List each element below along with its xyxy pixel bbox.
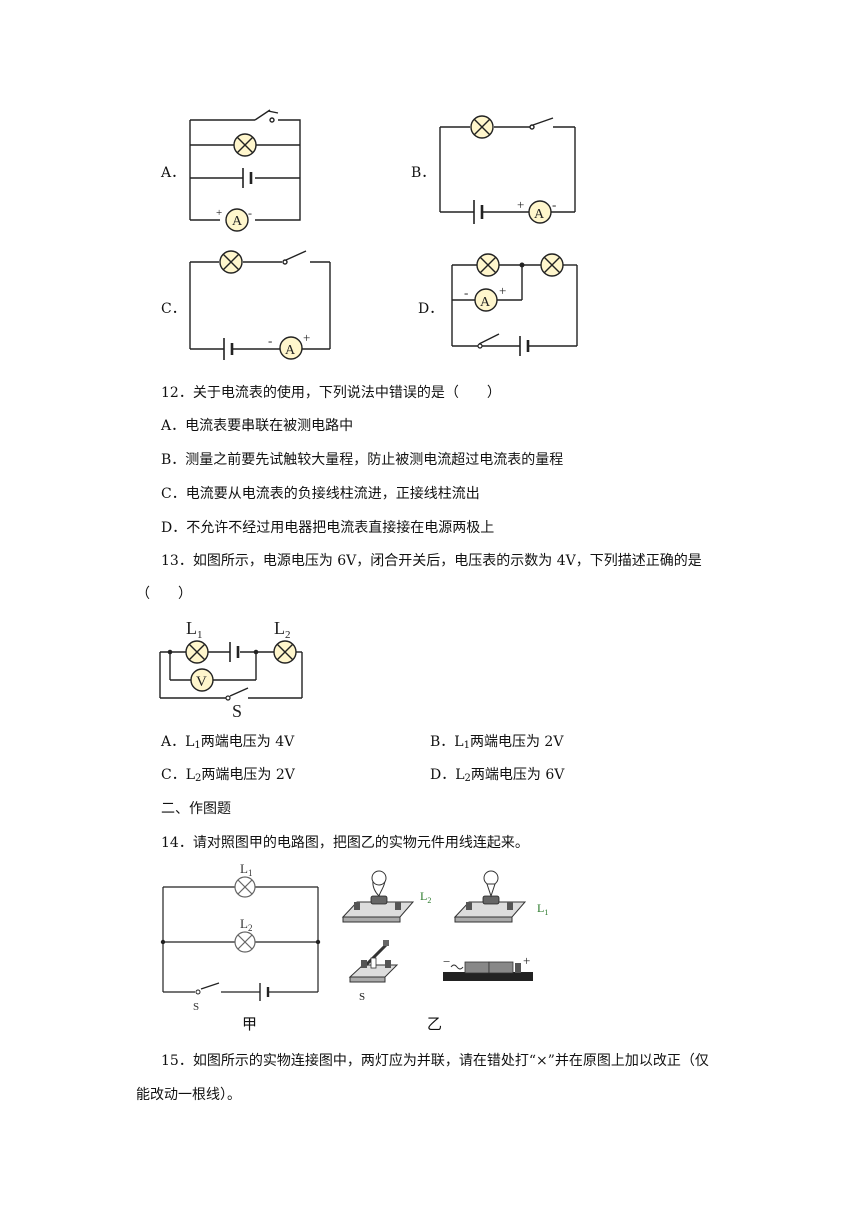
q13-circuit: V L1 L2 S: [159, 618, 303, 720]
circuit-d: [451, 264, 578, 356]
svg-text:V: V: [196, 674, 207, 690]
section-heading: 二、作图题: [161, 801, 231, 817]
q15-stem-line1: 15．如图所示的实物连接图中，两灯应为并联，请在错处打“×”并在原图上加以改正（…: [161, 1053, 709, 1069]
q13-option-a: A．L1两端电压为 4V: [161, 734, 295, 751]
svg-text:乙: 乙: [427, 1017, 442, 1032]
q14-stem: 14．请对照图甲的电路图，把图乙的实物元件用线连起来。: [161, 835, 529, 851]
svg-text:+: +: [303, 330, 310, 345]
q11-option-b: B．: [411, 165, 436, 181]
svg-text:L1: L1: [240, 862, 252, 878]
lamp-board-l2: [341, 870, 415, 923]
svg-text:S: S: [193, 1001, 199, 1013]
svg-text:A: A: [534, 207, 545, 222]
q11-option-c: C．: [161, 301, 186, 317]
svg-text:-: -: [248, 206, 252, 220]
svg-text:−: −: [443, 954, 450, 969]
q12-option-b: B．测量之前要先试触较大量程，防止被测电流超过电流表的量程: [161, 452, 564, 468]
q11-circuits: A + - A + - A - +: [189, 109, 578, 360]
svg-text:+: +: [523, 953, 530, 968]
svg-text:甲: 甲: [242, 1017, 257, 1032]
q11-option-d: D．: [418, 301, 444, 317]
svg-text:-: -: [552, 197, 556, 212]
battery-holder: [443, 961, 533, 981]
q12-option-c: C．电流要从电流表的负接线柱流进，正接线柱流出: [161, 486, 480, 502]
svg-text:A: A: [480, 295, 491, 310]
svg-text:S: S: [232, 701, 242, 720]
q13-option-b: B．L1两端电压为 2V: [430, 734, 564, 751]
lamp-board-l1: [453, 870, 527, 923]
q12-option-d: D．不允许不经过用电器把电流表直接接在电源两极上: [161, 520, 495, 536]
svg-text:L1: L1: [537, 901, 548, 917]
q12-option-a: A．电流表要串联在被测电路中: [161, 418, 354, 434]
svg-text:+: +: [499, 283, 506, 298]
q12-stem: 12．关于电流表的使用，下列说法中错误的是（ ）: [161, 385, 501, 401]
q11-option-a: A．: [161, 165, 186, 181]
svg-text:A: A: [285, 343, 296, 358]
switch-board: [348, 940, 399, 983]
svg-text:S: S: [359, 991, 365, 1003]
svg-text:-: -: [268, 333, 272, 348]
circuit-b: [439, 117, 576, 224]
svg-text:+: +: [517, 197, 524, 212]
circuit-c: [189, 250, 331, 360]
svg-text:+: +: [216, 207, 222, 219]
q14-fig-yi: L2 L1 S − + 乙: [341, 870, 548, 1032]
q11-a-meter: A: [232, 214, 243, 229]
q14-fig-jia: L1 L2 S 甲: [160, 862, 321, 1032]
q13-option-c: C．L2两端电压为 2V: [161, 767, 295, 784]
svg-text:L2: L2: [240, 916, 252, 933]
circuit-a: [189, 109, 301, 221]
q13-option-d: D．L2两端电压为 6V: [430, 767, 565, 784]
q13-stem-paren: （ ）: [136, 586, 192, 602]
svg-text:L2: L2: [274, 618, 291, 641]
q15-stem-line2: 能改动一根线）。: [136, 1087, 241, 1103]
svg-text:-: -: [464, 285, 468, 300]
svg-text:L1: L1: [186, 618, 203, 641]
q13-stem: 13．如图所示，电源电压为 6V，闭合开关后，电压表的示数为 4V，下列描述正确…: [161, 553, 702, 569]
svg-text:L2: L2: [420, 889, 431, 905]
